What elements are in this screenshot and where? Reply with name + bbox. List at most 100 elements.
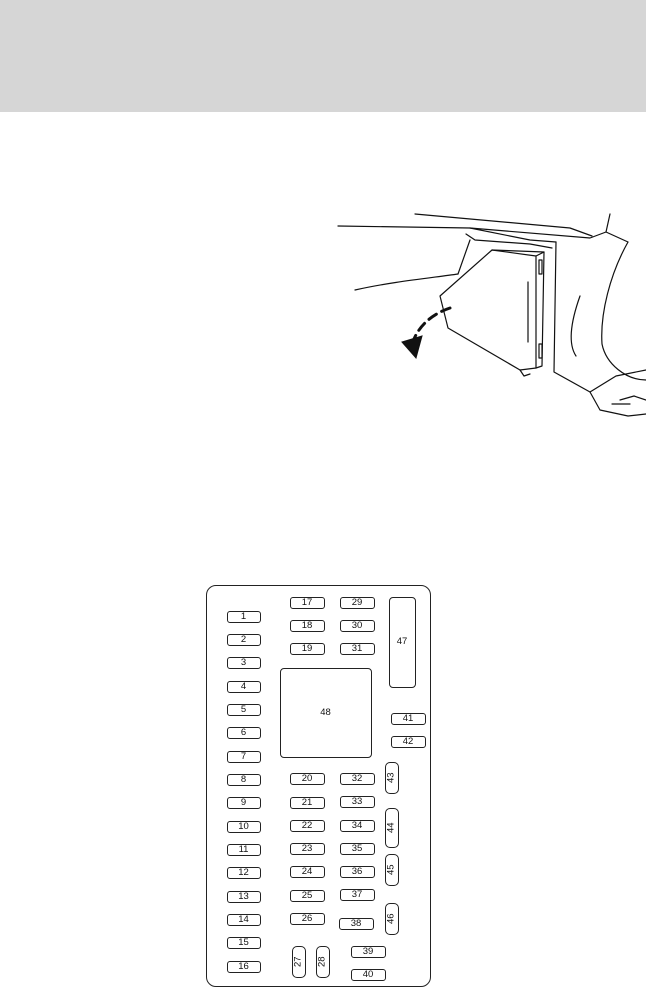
fuse-label: 33	[351, 795, 363, 807]
fuse-slot-27: 27	[291, 945, 306, 978]
curved-down-arrow	[401, 306, 452, 360]
header-band	[0, 0, 646, 112]
fuse-label: 22	[301, 819, 313, 831]
fuse-slot-33: 33	[339, 795, 375, 808]
fuse-label: 38	[350, 917, 362, 929]
fuse-slot-3: 3	[226, 656, 261, 669]
fuse-slot-39: 39	[350, 945, 386, 958]
trim-line	[354, 273, 459, 291]
fuse-slot-40: 40	[350, 968, 386, 981]
fuse-label: 18	[301, 619, 313, 631]
fuse-slot-38: 38	[338, 917, 374, 930]
fuse-slot-19: 19	[289, 642, 325, 655]
fuse-label: 19	[301, 642, 313, 654]
fuse-label: 14	[238, 913, 249, 925]
fuse-panel-cover-illustration	[337, 213, 646, 417]
fuse-label: 31	[351, 642, 363, 654]
fuse-slot-10: 10	[226, 820, 261, 833]
dashboard-top-line	[414, 213, 593, 237]
fuse-label: 37	[351, 888, 363, 900]
fuse-slot-8: 8	[226, 773, 261, 786]
fuse-slot-45: 45	[384, 853, 399, 886]
fuse-label: 20	[301, 772, 313, 784]
fuse-label: 48	[320, 706, 331, 718]
cover-panel	[439, 249, 537, 371]
fuse-label: 4	[240, 680, 247, 692]
fuse-slot-17: 17	[289, 596, 325, 609]
pillar-curve	[601, 241, 646, 381]
fuse-label: 35	[351, 842, 363, 854]
fuse-label: 10	[238, 820, 249, 832]
fuse-label: 46	[385, 913, 397, 924]
fuse-label: 6	[240, 726, 247, 738]
fuse-label: 24	[301, 865, 313, 877]
fuse-slot-42: 42	[390, 735, 426, 748]
fuse-slot-2: 2	[226, 633, 261, 646]
fuse-slot-25: 25	[289, 889, 325, 902]
fuse-label: 9	[240, 796, 247, 808]
fuse-slot-18: 18	[289, 619, 325, 632]
fuse-slot-6: 6	[226, 726, 261, 739]
fuse-label: 3	[240, 656, 247, 668]
fuse-slot-1: 1	[226, 610, 261, 623]
fuse-slot-13: 13	[226, 890, 261, 903]
fuse-slot-20: 20	[289, 772, 325, 785]
fuse-slot-34: 34	[339, 819, 375, 832]
fuse-slot-41: 41	[390, 712, 426, 725]
fuse-slot-28: 28	[315, 945, 330, 978]
fuse-slot-21: 21	[289, 796, 325, 809]
fuse-label: 13	[238, 890, 249, 902]
fuse-slot-47: 47	[388, 596, 416, 688]
fuse-label: 15	[238, 936, 249, 948]
fuse-label: 30	[351, 619, 363, 631]
fuse-slot-43: 43	[384, 761, 399, 794]
fuse-label: 25	[301, 889, 313, 901]
fuse-slot-22: 22	[289, 819, 325, 832]
fuse-label: 5	[240, 703, 247, 715]
fuse-slot-48: 48	[279, 667, 372, 758]
fuse-slot-37: 37	[339, 888, 375, 901]
fuse-slot-16: 16	[226, 960, 261, 973]
fuse-slot-23: 23	[289, 842, 325, 855]
fuse-label: 21	[301, 796, 313, 808]
fuse-slot-15: 15	[226, 936, 261, 949]
fuse-slot-5: 5	[226, 703, 261, 716]
fuse-slot-14: 14	[226, 913, 261, 926]
fuse-label: 39	[362, 945, 374, 957]
fuse-label: 26	[301, 912, 313, 924]
fuse-slot-46: 46	[384, 902, 399, 935]
fuse-label: 1	[240, 610, 247, 622]
fuse-label: 42	[402, 735, 414, 747]
fuse-slot-36: 36	[339, 865, 375, 878]
fuse-label: 16	[238, 960, 249, 972]
fuse-label: 45	[385, 864, 397, 875]
fuse-label: 7	[240, 750, 247, 762]
fuse-label: 2	[240, 633, 247, 645]
fuse-slot-35: 35	[339, 842, 375, 855]
fuse-label: 34	[351, 819, 363, 831]
fuse-label: 40	[362, 968, 374, 980]
fuse-label: 41	[402, 712, 414, 724]
fuse-slot-9: 9	[226, 796, 261, 809]
fuse-label: 27	[292, 956, 304, 967]
fuse-label: 44	[385, 822, 397, 833]
fuse-slot-26: 26	[289, 912, 325, 925]
fuse-label: 43	[385, 772, 397, 783]
fuse-label: 17	[301, 596, 313, 608]
fuse-label: 32	[351, 772, 363, 784]
fuse-slot-44: 44	[384, 807, 399, 848]
fuse-slot-32: 32	[339, 772, 375, 785]
fuse-slot-11: 11	[226, 843, 261, 856]
fuse-slot-7: 7	[226, 750, 261, 763]
fuse-label: 8	[240, 773, 247, 785]
fuse-label: 29	[351, 596, 363, 608]
fuse-slot-12: 12	[226, 866, 261, 879]
fuse-slot-31: 31	[339, 642, 375, 655]
fuse-label: 28	[316, 956, 328, 967]
dashboard-edge-line	[337, 225, 607, 239]
fuse-label: 36	[351, 865, 363, 877]
fuse-label: 23	[301, 842, 313, 854]
fuse-slot-30: 30	[339, 619, 375, 632]
fuse-label: 12	[238, 866, 249, 878]
